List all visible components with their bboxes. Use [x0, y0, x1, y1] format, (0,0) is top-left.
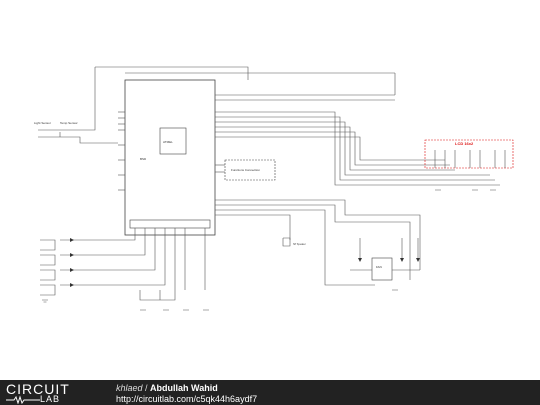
mcu-chip: [159, 127, 187, 155]
circuit-url-link[interactable]: http://circuitlab.com/c5qk44h6aydf7: [116, 394, 258, 404]
functions-module: [224, 159, 276, 181]
author-name: Abdullah Wahid: [150, 383, 218, 393]
logo-wire-icon: [6, 395, 40, 404]
mcu-body: [124, 79, 216, 236]
credit-line: khlaed / Abdullah Wahid: [116, 383, 218, 393]
logo-text-circuit: CIRCUIT: [6, 381, 70, 397]
circuit-schematic: ATMEL BSD Light Sensor Temp Sensor LCD 1…: [34, 66, 514, 311]
username[interactable]: khlaed: [116, 383, 143, 393]
mcu-name: BSD: [140, 157, 147, 161]
footer-bar: CIRCUIT LAB khlaed / Abdullah Wahid http…: [0, 380, 540, 405]
fan-body: [371, 257, 393, 281]
lcd-title: LCD 16x2: [455, 141, 474, 146]
functions-module-label: Functions Connection: [231, 168, 260, 172]
fan-label: FAN: [376, 265, 382, 269]
temp-sensor-label: Temp Sensor: [60, 121, 78, 125]
mcu-chip-label: ATMEL: [163, 140, 173, 144]
light-sensor-label: Light Sensor: [34, 121, 51, 125]
circuitlab-logo[interactable]: CIRCUIT LAB: [6, 382, 94, 404]
credit-separator: /: [142, 383, 151, 393]
speaker-label: SP Speaker: [293, 243, 306, 246]
top-wire: [38, 67, 96, 131]
lcd-frame: [424, 139, 514, 169]
logo-text-lab: LAB: [40, 394, 61, 404]
